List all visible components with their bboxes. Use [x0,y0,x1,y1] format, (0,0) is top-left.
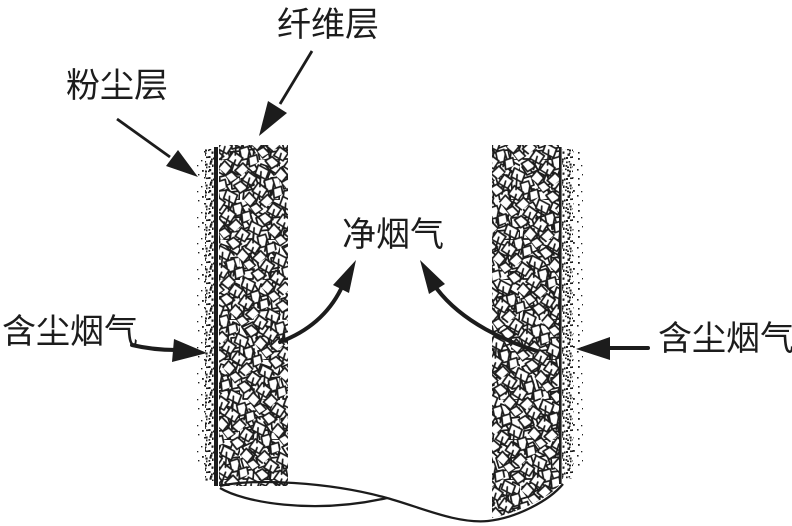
left-bag-surface-line [214,147,218,486]
clean-gas-outflow-left-arrow [278,260,356,344]
right-bag-surface-line [558,147,562,484]
fiber-layer-pointer-arrow [259,50,314,136]
dusty-gas-right-label: 含尘烟气 [658,320,792,358]
dusty-gas-inflow-left-arrow [130,339,207,362]
clean-gas-label: 净烟气 [342,216,444,254]
right-dust-layer-inner-overlay [562,149,573,479]
dusty-gas-inflow-right-arrow [576,337,650,360]
clean-gas-outflow-right-arrow [420,260,539,353]
left-dust-layer-outer [196,151,206,471]
dusty-gas-left-label: 含尘烟气 [2,313,138,351]
dust-layer-pointer-arrow [116,117,198,177]
left-dust-layer-inner-overlay [205,149,214,481]
bag-bottom-fold-line-1 [219,480,564,523]
right-fiber-layer [492,145,559,518]
dust-layer-label: 粉尘层 [66,67,168,105]
right-filter-wall [492,145,583,518]
fiber-layer-label: 纤维层 [277,6,379,44]
right-dust-layer-outer [573,151,583,467]
bag-bottom-fold-line-2 [219,487,388,508]
left-filter-wall [196,145,288,486]
left-fiber-layer [219,145,288,486]
